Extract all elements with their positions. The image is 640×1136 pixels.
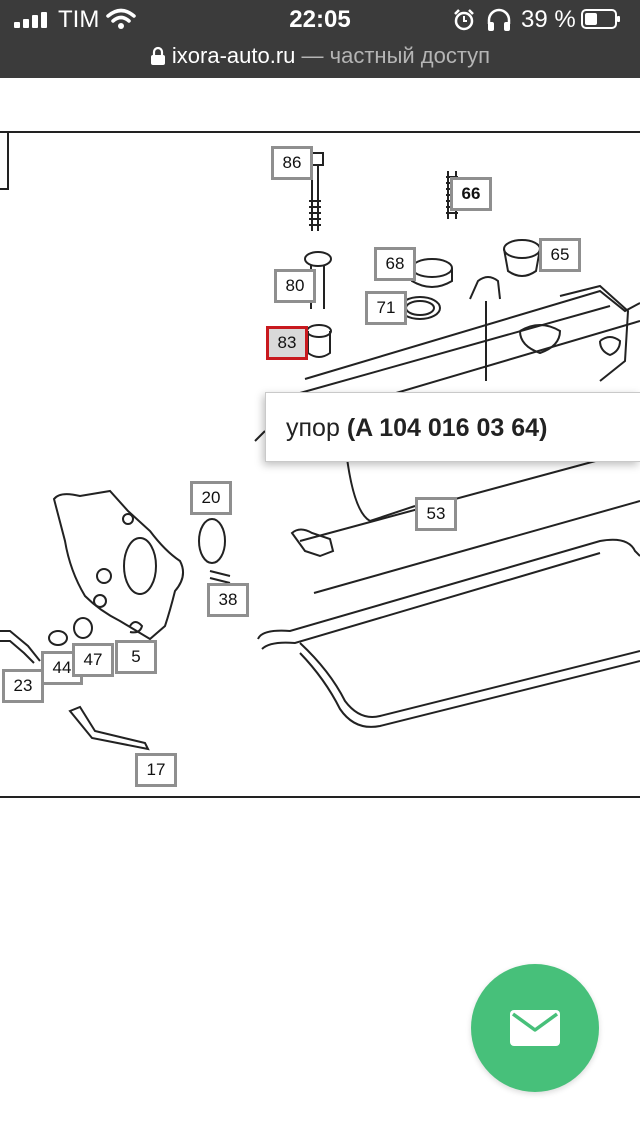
callout-80[interactable]: 80	[274, 269, 316, 303]
browser-top-bar: TIM 22:05 39 %	[0, 0, 640, 78]
carrier-label: TIM	[58, 6, 100, 33]
address-bar[interactable]: ixora-auto.ru — частный доступ	[0, 40, 640, 72]
wifi-icon	[106, 8, 136, 35]
lock-icon	[150, 43, 166, 75]
parts-diagram-drawing	[0, 131, 640, 751]
callout-71[interactable]: 71	[365, 291, 407, 325]
signal-icon	[14, 12, 50, 28]
callout-68[interactable]: 68	[374, 247, 416, 281]
parts-diagram	[0, 131, 640, 798]
private-access-label: — частный доступ	[301, 43, 491, 68]
part-tooltip: упор (A 104 016 03 64)	[265, 392, 640, 462]
status-bar: TIM 22:05 39 %	[0, 0, 640, 40]
battery-icon	[581, 9, 621, 29]
headphones-icon	[486, 8, 512, 37]
callout-47[interactable]: 47	[72, 643, 114, 677]
mail-button[interactable]	[471, 964, 599, 1092]
part-name: упор	[286, 414, 340, 442]
callout-23[interactable]: 23	[2, 669, 44, 703]
callout-17[interactable]: 17	[135, 753, 177, 787]
callout-86[interactable]: 86	[271, 146, 313, 180]
clock: 22:05	[289, 6, 351, 33]
url-host: ixora-auto.ru	[171, 43, 296, 68]
callout-66[interactable]: 66	[450, 177, 492, 211]
callout-65[interactable]: 65	[539, 238, 581, 272]
callout-53[interactable]: 53	[415, 497, 457, 531]
mail-icon	[510, 1010, 560, 1046]
alarm-icon	[452, 8, 476, 37]
callout-38[interactable]: 38	[207, 583, 249, 617]
part-number: (A 104 016 03 64)	[346, 414, 548, 442]
callout-5[interactable]: 5	[115, 640, 157, 674]
callout-20[interactable]: 20	[190, 481, 232, 515]
callout-83-selected[interactable]: 83	[266, 326, 308, 360]
battery-percent: 39 %	[521, 6, 576, 33]
